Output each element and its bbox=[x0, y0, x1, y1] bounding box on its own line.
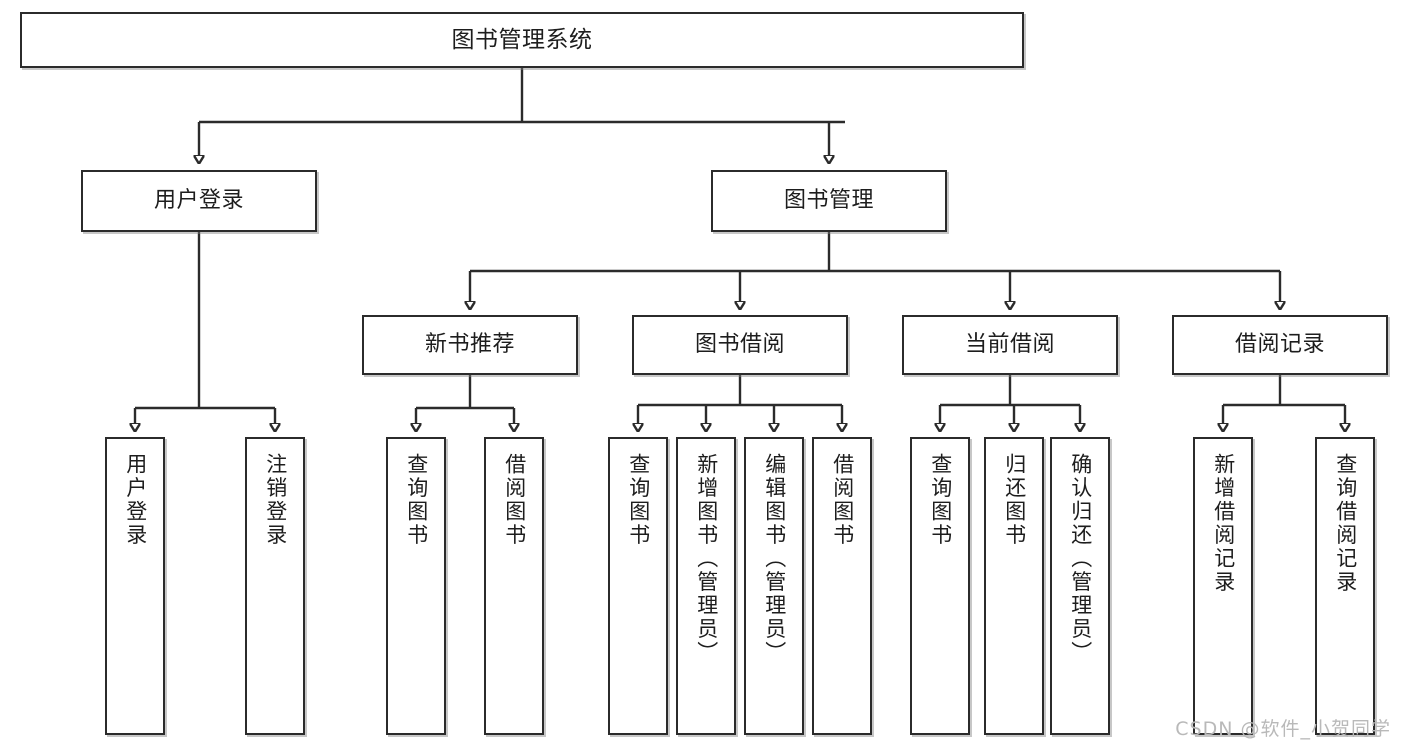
node-leaf-add-book-label: 新增图书（管理员） bbox=[694, 453, 719, 665]
node-user-login-label: 用户登录 bbox=[153, 187, 244, 213]
node-new-book-recommend-label: 新书推荐 bbox=[424, 331, 515, 357]
node-book-borrow-label: 图书借阅 bbox=[694, 331, 785, 357]
node-leaf-user-login[interactable]: 用户登录 bbox=[105, 437, 165, 735]
node-leaf-query-book-3[interactable]: 查询图书 bbox=[910, 437, 970, 735]
node-leaf-query-book-1-label: 查询图书 bbox=[404, 453, 429, 547]
node-root-label: 图书管理系统 bbox=[451, 26, 593, 53]
node-leaf-borrow-book-2-label: 借阅图书 bbox=[830, 453, 855, 547]
node-leaf-query-book-3-label: 查询图书 bbox=[928, 453, 953, 547]
node-leaf-user-login-label: 用户登录 bbox=[123, 453, 148, 547]
node-current-borrow[interactable]: 当前借阅 bbox=[902, 315, 1118, 375]
node-leaf-return-book[interactable]: 归还图书 bbox=[984, 437, 1044, 735]
node-leaf-confirm-return[interactable]: 确认归还（管理员） bbox=[1050, 437, 1110, 735]
node-book-borrow[interactable]: 图书借阅 bbox=[632, 315, 848, 375]
node-book-manage[interactable]: 图书管理 bbox=[711, 170, 947, 232]
node-borrow-record-label: 借阅记录 bbox=[1234, 331, 1325, 357]
node-book-manage-label: 图书管理 bbox=[783, 187, 874, 213]
node-leaf-add-record-label: 新增借阅记录 bbox=[1211, 453, 1236, 594]
node-leaf-borrow-book-1-label: 借阅图书 bbox=[502, 453, 527, 547]
node-leaf-query-book-2[interactable]: 查询图书 bbox=[608, 437, 668, 735]
node-leaf-edit-book[interactable]: 编辑图书（管理员） bbox=[744, 437, 804, 735]
node-leaf-query-book-1[interactable]: 查询图书 bbox=[386, 437, 446, 735]
node-leaf-borrow-book-2[interactable]: 借阅图书 bbox=[812, 437, 872, 735]
node-leaf-query-record-label: 查询借阅记录 bbox=[1333, 453, 1358, 594]
node-leaf-query-book-2-label: 查询图书 bbox=[626, 453, 651, 547]
node-user-login[interactable]: 用户登录 bbox=[81, 170, 317, 232]
node-leaf-logout[interactable]: 注销登录 bbox=[245, 437, 305, 735]
node-leaf-add-book[interactable]: 新增图书（管理员） bbox=[676, 437, 736, 735]
node-leaf-add-record[interactable]: 新增借阅记录 bbox=[1193, 437, 1253, 735]
node-root[interactable]: 图书管理系统 bbox=[20, 12, 1024, 68]
node-leaf-edit-book-label: 编辑图书（管理员） bbox=[762, 453, 787, 665]
node-current-borrow-label: 当前借阅 bbox=[964, 331, 1055, 357]
node-leaf-return-book-label: 归还图书 bbox=[1002, 453, 1027, 547]
node-leaf-confirm-return-label: 确认归还（管理员） bbox=[1068, 453, 1093, 665]
watermark-text: CSDN @软件_小贺同学 bbox=[1175, 718, 1391, 740]
node-borrow-record[interactable]: 借阅记录 bbox=[1172, 315, 1388, 375]
node-leaf-borrow-book-1[interactable]: 借阅图书 bbox=[484, 437, 544, 735]
node-new-book-recommend[interactable]: 新书推荐 bbox=[362, 315, 578, 375]
node-leaf-query-record[interactable]: 查询借阅记录 bbox=[1315, 437, 1375, 735]
node-leaf-logout-label: 注销登录 bbox=[263, 453, 288, 547]
